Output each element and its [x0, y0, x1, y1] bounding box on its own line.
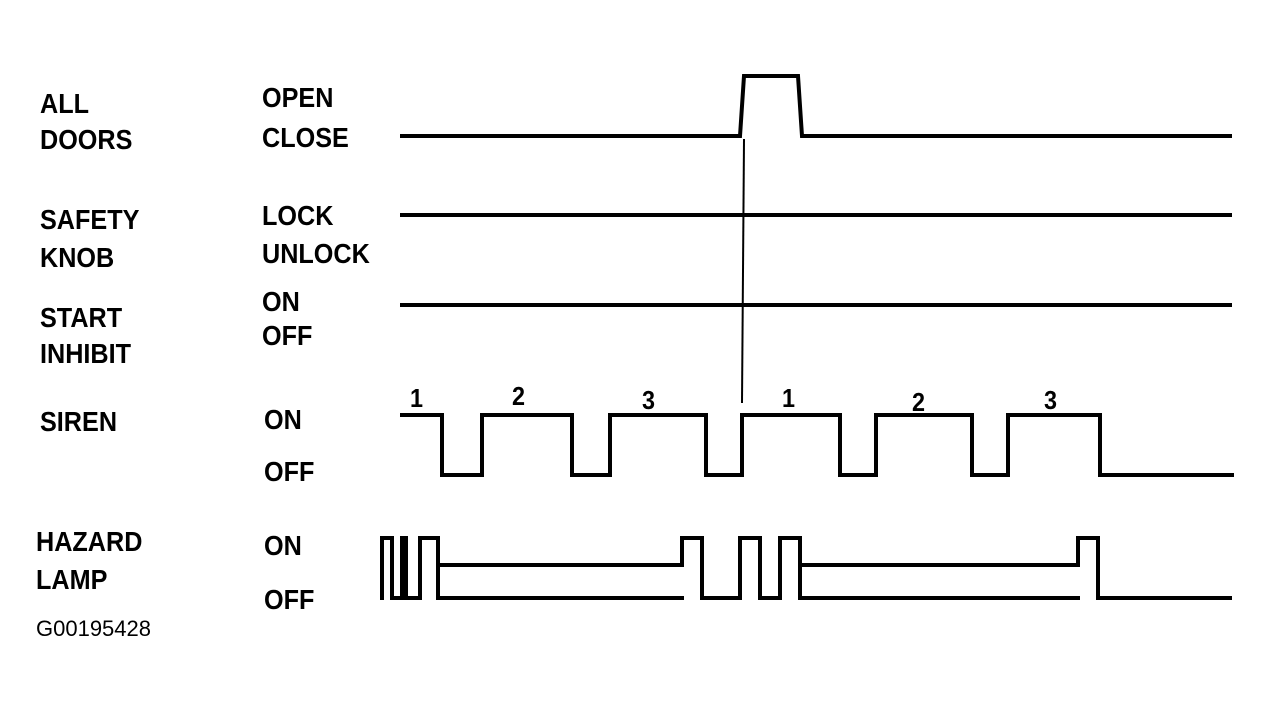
- figure-code: G00195428: [36, 616, 151, 641]
- state-label-close: CLOSE: [262, 122, 349, 153]
- signal-name-start: START: [40, 302, 123, 333]
- siren-trace: [400, 413, 1234, 477]
- signal-name-knob: KNOB: [40, 242, 115, 273]
- door-open-event-marker: [740, 138, 746, 404]
- signal-name-all: ALL: [40, 88, 89, 119]
- state-label-open: OPEN: [262, 82, 334, 113]
- siren-phase-label: 1: [782, 383, 796, 413]
- siren-phase-label: 2: [512, 381, 526, 411]
- signal-name-hazard: HAZARD: [36, 526, 143, 557]
- state-label-off: OFF: [264, 456, 315, 487]
- state-label-on: ON: [264, 404, 302, 435]
- siren-phase-label: 3: [642, 385, 656, 415]
- siren-phase-label: 3: [1044, 385, 1058, 415]
- signal-name-siren: SIREN: [40, 406, 118, 437]
- state-label-unlock: UNLOCK: [262, 238, 370, 269]
- siren-phase-label: 1: [410, 383, 424, 413]
- siren-phase-label: 2: [912, 387, 926, 417]
- state-label-off: OFF: [262, 320, 313, 351]
- all-doors-trace: [400, 74, 1232, 138]
- state-label-on: ON: [264, 530, 302, 561]
- signal-name-inhibit: INHIBIT: [40, 338, 131, 369]
- state-label-on: ON: [262, 286, 300, 317]
- signal-name-lamp: LAMP: [36, 564, 108, 595]
- state-label-off: OFF: [264, 584, 315, 615]
- signal-name-doors: DOORS: [40, 124, 133, 155]
- state-label-lock: LOCK: [262, 200, 334, 231]
- signal-name-safety: SAFETY: [40, 204, 140, 235]
- hazard-lamp-trace-lower: [436, 563, 1080, 600]
- hazard-lamp-trace-upper: [380, 536, 1232, 600]
